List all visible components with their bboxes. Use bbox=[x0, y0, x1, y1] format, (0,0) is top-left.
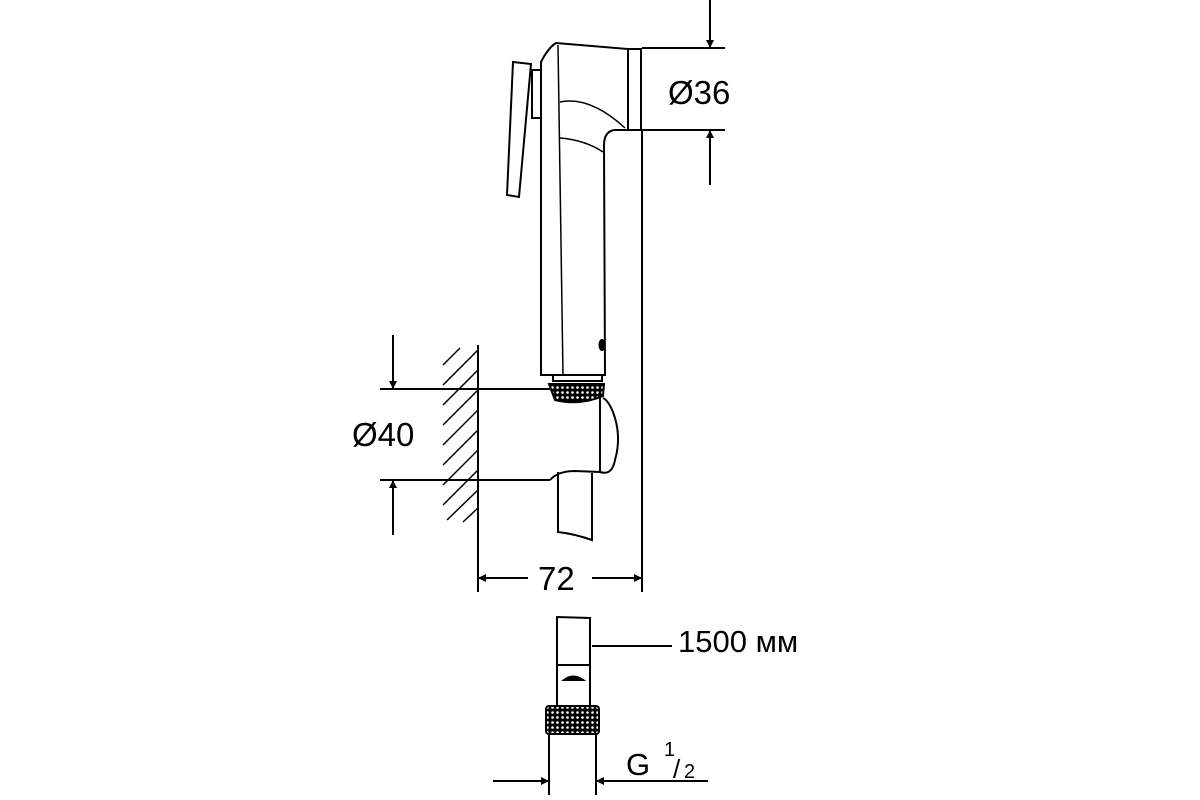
label-d40: Ø40 bbox=[352, 416, 414, 453]
dimension-72 bbox=[477, 522, 642, 592]
wall-holder bbox=[380, 130, 643, 592]
hose-segment bbox=[557, 472, 593, 542]
trigger-lever bbox=[505, 60, 533, 199]
spray-head bbox=[505, 41, 642, 404]
wall-hatch bbox=[442, 345, 479, 523]
label-hose-length: 1500 мм bbox=[678, 624, 798, 659]
label-thread-slash: / bbox=[673, 754, 681, 784]
label-72: 72 bbox=[538, 560, 575, 597]
label-thread-letter: G bbox=[626, 747, 650, 782]
hose-connector bbox=[493, 615, 708, 795]
label-thread-numerator: 1 bbox=[664, 739, 675, 761]
label-thread-denominator: 2 bbox=[684, 761, 695, 783]
label-d36: Ø36 bbox=[668, 74, 730, 111]
dimension-d36 bbox=[642, 0, 725, 185]
